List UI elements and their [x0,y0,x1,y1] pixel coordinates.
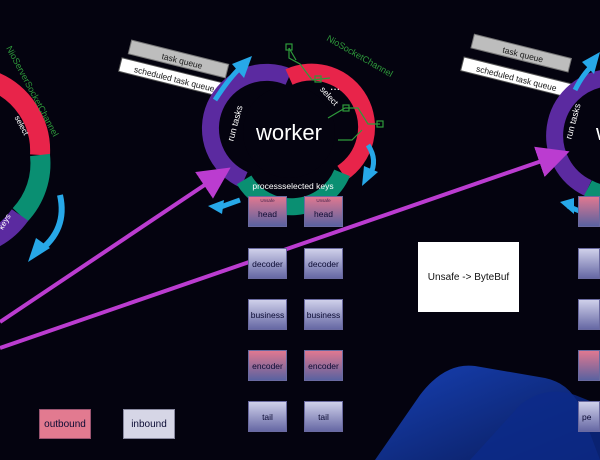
pipeline-c-tail-label: pe [582,411,592,422]
pipeline-a-head-label: head [258,209,277,219]
inbound-box[interactable]: inbound [123,409,175,439]
right-worker-title: wo [595,120,600,145]
pipeline-c-encoder-partial [578,350,600,381]
pipeline-b-business-label: business [306,309,341,320]
outbound-label: outbound [44,418,86,430]
blue-arrow-top [212,68,240,102]
ring-run-tasks-label: run tasks [226,104,245,142]
inbound-label: inbound [131,418,167,430]
pipeline-a-encoder[interactable]: encoder [248,350,287,381]
unsafe-bytebuf-note: Unsafe -> ByteBuf [418,242,519,312]
pipeline-b-encoder-label: encoder [308,360,339,371]
magenta-arrow-1 [0,167,231,324]
task-queue-bar [127,39,230,79]
pipeline-b-head-label: head [314,209,333,219]
wave-shape-2 [470,391,600,460]
blue-arrowhead-bottom [208,200,224,214]
pipeline-c-head-partial [578,196,600,227]
pipeline-a-tail[interactable]: tail [248,401,287,432]
ring-process-keys-label: processselected keys [252,181,333,191]
worker-title: worker [255,120,322,145]
ring-red [285,63,376,180]
channel-connectors [285,43,384,141]
left-blue-arrowhead [28,238,50,262]
pipeline-a-business-label: business [250,309,285,320]
pipeline-b-tail[interactable]: tail [304,401,343,432]
pipeline-b-tail-label: tail [318,411,329,422]
pipeline-a-head-sublabel: Unsafe [260,198,275,203]
channel-dots: ... [330,79,340,93]
pipeline-a-encoder-label: encoder [252,360,283,371]
pipeline-b-decoder[interactable]: decoder [304,248,343,279]
pipeline-a-decoder-label: decoder [252,258,283,269]
pipeline-b-head-sublabel: Unsafe [316,198,331,203]
unsafe-bytebuf-label: Unsafe -> ByteBuf [427,271,510,283]
pipeline-a-tail-label: tail [262,411,273,422]
worker-right-partial: task queue scheduled task queue run task… [460,33,600,217]
pipeline-b-encoder[interactable]: encoder [304,350,343,381]
pipeline-c-decoder-partial [578,248,600,279]
pipeline-b-decoder-label: decoder [308,258,339,269]
pipeline-b-business[interactable]: business [304,299,343,330]
ring-purple [201,63,293,188]
worker-left-partial: select keys NioServerSocketChannel [0,44,65,262]
ring-green [236,169,350,216]
blue-arrowhead-right [362,166,378,186]
pipeline-c-tail-partial: pe [578,401,600,432]
blue-arrowhead-top [232,56,252,78]
pipeline-a-head[interactable]: Unsafe head [248,196,287,227]
pipeline-a-business[interactable]: business [248,299,287,330]
pipeline-a-decoder[interactable]: decoder [248,248,287,279]
pipeline-c-business-partial [578,299,600,330]
worker-center: task queue scheduled task queue worker r… [117,33,395,216]
outbound-box[interactable]: outbound [39,409,91,439]
pipeline-b-head[interactable]: Unsafe head [304,196,343,227]
